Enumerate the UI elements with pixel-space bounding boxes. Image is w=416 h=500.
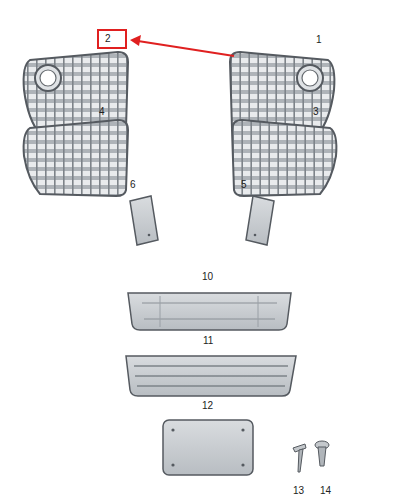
- screw: [293, 444, 306, 472]
- callout-number: 5: [241, 179, 247, 191]
- center-trim: [128, 293, 291, 330]
- callout-number: 2: [105, 33, 111, 44]
- callout-number: 14: [320, 485, 331, 497]
- callout-number: 12: [202, 400, 213, 412]
- callout-number: 1: [316, 34, 322, 46]
- callout-number: 6: [130, 179, 136, 191]
- callout-box: 2: [97, 29, 127, 49]
- licence-plate-bracket: [163, 420, 253, 475]
- callout-number: 13: [293, 485, 304, 497]
- side-grille: [24, 120, 128, 196]
- callout-arrow: [130, 35, 234, 56]
- callout-number: 3: [313, 106, 319, 118]
- side-grille: [232, 120, 336, 196]
- callout-number: 10: [202, 271, 213, 283]
- callout-number: 4: [99, 106, 105, 118]
- callout-number: 11: [203, 335, 213, 347]
- cover-plate: [130, 196, 158, 245]
- expanding-nut: [315, 441, 329, 466]
- lower-grille: [126, 356, 296, 396]
- cover-plate: [246, 196, 274, 245]
